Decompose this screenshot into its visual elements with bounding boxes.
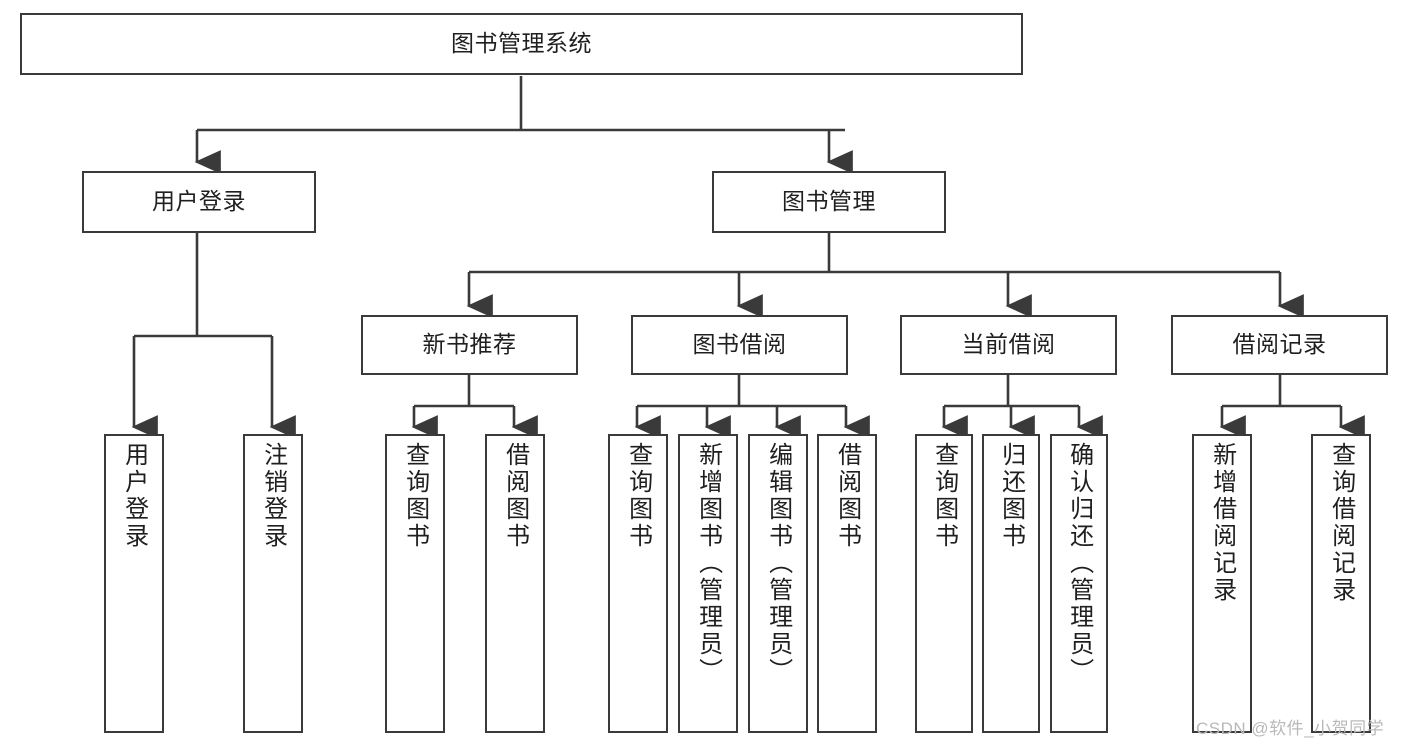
node-label: 查询图书 bbox=[401, 442, 429, 550]
leaf-borrow-book-recommend[interactable]: 借阅图书 bbox=[485, 434, 545, 733]
leaf-logout[interactable]: 注销登录 bbox=[243, 434, 303, 733]
leaf-borrow-book[interactable]: 借阅图书 bbox=[817, 434, 877, 733]
leaf-confirm-return-admin[interactable]: 确认归还（管理员） bbox=[1050, 434, 1108, 733]
node-label: 查询图书 bbox=[930, 442, 958, 550]
node-label: 图书管理系统 bbox=[451, 30, 592, 57]
csdn-watermark: CSDN @软件_小贺同学 bbox=[1196, 719, 1385, 738]
leaf-add-book-admin[interactable]: 新增图书（管理员） bbox=[678, 434, 738, 733]
node-label: 查询图书 bbox=[624, 442, 652, 550]
node-current-borrow[interactable]: 当前借阅 bbox=[900, 315, 1117, 375]
node-borrow-record[interactable]: 借阅记录 bbox=[1171, 315, 1388, 375]
node-label: 图书借阅 bbox=[692, 331, 787, 358]
node-user-login[interactable]: 用户登录 bbox=[82, 171, 316, 233]
node-label: 新增借阅记录 bbox=[1208, 442, 1236, 604]
leaf-query-book-current[interactable]: 查询图书 bbox=[915, 434, 973, 733]
leaf-edit-book-admin[interactable]: 编辑图书（管理员） bbox=[748, 434, 808, 733]
leaf-query-book-recommend[interactable]: 查询图书 bbox=[385, 434, 445, 733]
node-book-borrow[interactable]: 图书借阅 bbox=[631, 315, 848, 375]
node-label: 新增图书（管理员） bbox=[694, 442, 722, 685]
node-label: 注销登录 bbox=[259, 442, 287, 550]
node-label: 用户登录 bbox=[120, 442, 148, 550]
node-root-system[interactable]: 图书管理系统 bbox=[20, 13, 1023, 75]
node-label: 新书推荐 bbox=[422, 331, 517, 358]
leaf-add-borrow-record[interactable]: 新增借阅记录 bbox=[1192, 434, 1252, 733]
node-label: 借阅记录 bbox=[1232, 331, 1327, 358]
leaf-query-borrow-record[interactable]: 查询借阅记录 bbox=[1311, 434, 1371, 733]
node-label: 编辑图书（管理员） bbox=[764, 442, 792, 685]
node-new-book-recommend[interactable]: 新书推荐 bbox=[361, 315, 578, 375]
node-label: 当前借阅 bbox=[961, 331, 1056, 358]
node-label: 用户登录 bbox=[152, 188, 246, 215]
node-label: 查询借阅记录 bbox=[1327, 442, 1355, 604]
leaf-return-book[interactable]: 归还图书 bbox=[982, 434, 1040, 733]
node-label: 借阅图书 bbox=[501, 442, 529, 550]
node-label: 归还图书 bbox=[997, 442, 1025, 550]
node-label: 借阅图书 bbox=[833, 442, 861, 550]
leaf-query-book-borrow[interactable]: 查询图书 bbox=[608, 434, 668, 733]
node-book-management[interactable]: 图书管理 bbox=[712, 171, 946, 233]
leaf-user-login[interactable]: 用户登录 bbox=[104, 434, 164, 733]
node-label: 确认归还（管理员） bbox=[1065, 442, 1093, 685]
node-label: 图书管理 bbox=[782, 188, 876, 215]
